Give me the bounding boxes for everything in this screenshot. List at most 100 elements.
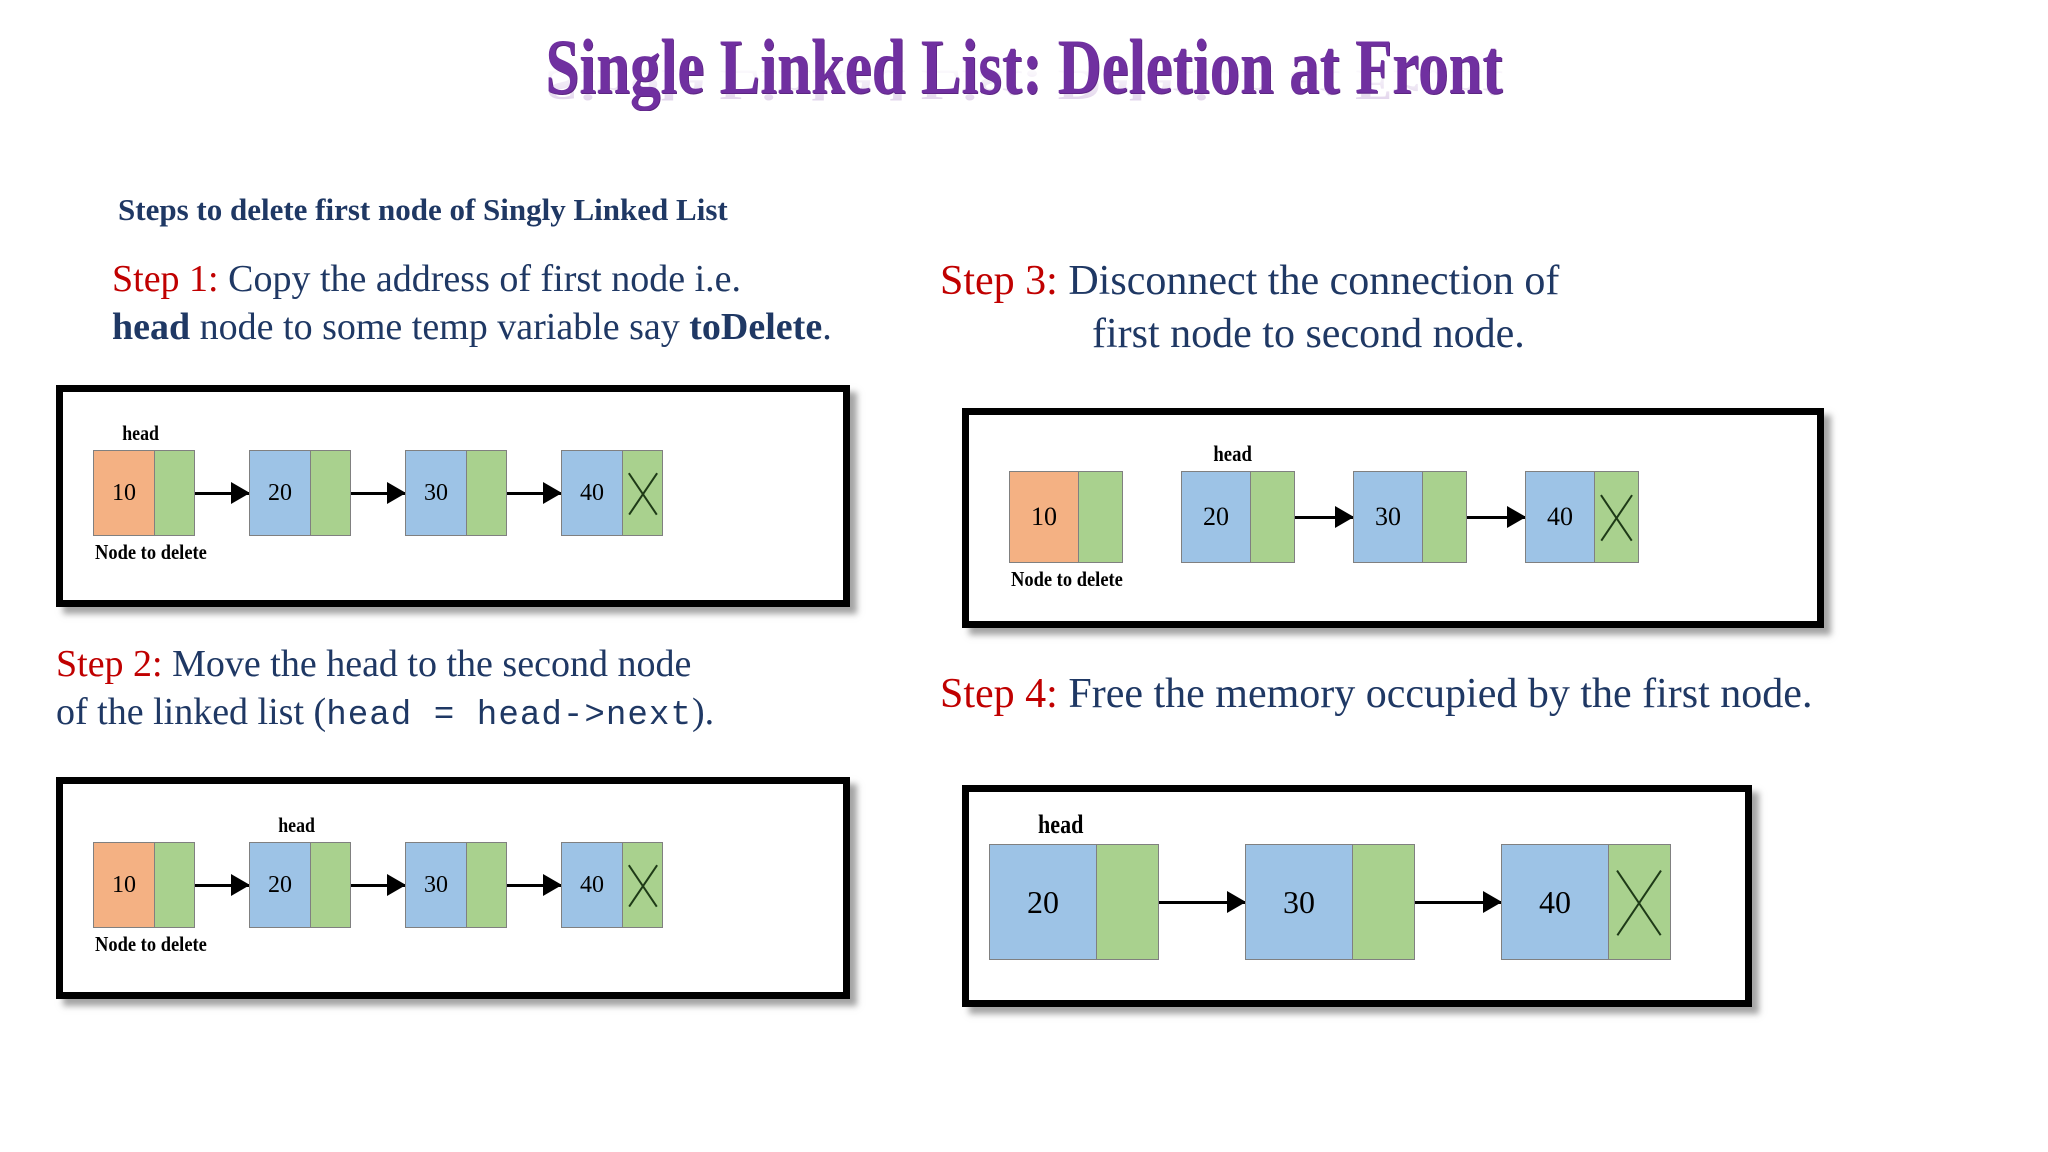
step-1-todelete-keyword: toDelete <box>689 306 823 349</box>
node-data-cell: 30 <box>405 842 467 928</box>
next-pointer-arrow <box>195 883 249 887</box>
list-node-20: 20 <box>249 450 351 536</box>
node-data-cell: 20 <box>989 844 1097 960</box>
node-data-cell: 40 <box>561 450 623 536</box>
node-box: 10 <box>93 450 195 536</box>
step-2-code-snippet: head = head->next <box>326 697 692 736</box>
disconnected-link-gap <box>1123 516 1181 519</box>
step-1-line2-mid: node to some temp variable say <box>190 306 690 349</box>
node-data-cell: 20 <box>1181 471 1251 563</box>
step-3-line2: first node to second node. <box>1092 311 1525 358</box>
node-pointer-cell <box>1423 471 1467 563</box>
step-1-head-keyword: head <box>112 306 191 349</box>
next-pointer-arrow <box>1159 900 1245 904</box>
node-box: 10 <box>93 842 195 928</box>
node-box: 30 <box>1353 471 1467 563</box>
node-pointer-cell <box>467 450 507 536</box>
node-to-delete-label: Node to delete <box>95 932 207 956</box>
step-2-label: Step 2: <box>56 643 163 685</box>
next-pointer-arrow <box>195 491 249 495</box>
list-node-40: 40 <box>1525 471 1639 563</box>
node-pointer-cell <box>1097 844 1159 960</box>
list-node-40: 40 <box>1501 844 1671 960</box>
node-data-cell: 20 <box>249 450 311 536</box>
step-4-text: Step 4: Free the memory occupied by the … <box>940 668 2000 721</box>
step-1-text: Step 1: Copy the address of first node i… <box>112 255 932 352</box>
node-box: 30 <box>405 842 507 928</box>
node-pointer-cell <box>467 842 507 928</box>
list-node-20: 20 head <box>249 813 351 928</box>
node-box: 30 <box>1245 844 1415 960</box>
node-box: 20 <box>249 450 351 536</box>
next-pointer-arrow <box>351 491 405 495</box>
node-data-cell: 30 <box>1353 471 1423 563</box>
node-pointer-cell-null <box>1609 844 1671 960</box>
next-pointer-arrow <box>1295 515 1353 519</box>
node-data-cell: 10 <box>1009 471 1079 563</box>
node-box: 40 <box>561 842 663 928</box>
node-box: 40 <box>561 450 663 536</box>
node-box: 40 <box>1525 471 1639 563</box>
node-box: 10 <box>1009 471 1123 563</box>
next-pointer-arrow <box>351 883 405 887</box>
step-4-line1: Free the memory occupied by the first no… <box>1057 671 1813 717</box>
page-title-reflection: Single Linked List: Deletion at Front <box>545 60 1503 109</box>
list-node-30: 30 <box>405 450 507 536</box>
list-node-30: 30 <box>1245 844 1415 960</box>
head-pointer-label: head <box>122 421 159 445</box>
list-node-30: 30 <box>405 842 507 928</box>
step-1-line2-end: . <box>822 306 832 349</box>
node-pointer-cell <box>155 450 195 536</box>
node-pointer-cell <box>155 842 195 928</box>
node-box: 20 <box>989 844 1159 960</box>
step-3-text: Step 3: Disconnect the connection of fir… <box>940 255 1840 362</box>
node-pointer-cell-null <box>623 842 663 928</box>
slide-title-block: Single Linked List: Deletion at Front Si… <box>0 28 2048 184</box>
node-pointer-cell <box>311 842 351 928</box>
page-title: Single Linked List: Deletion at Front <box>545 23 1503 110</box>
node-data-cell: 40 <box>1525 471 1595 563</box>
node-box: 30 <box>405 450 507 536</box>
node-data-cell: 40 <box>561 842 623 928</box>
node-pointer-cell <box>1079 471 1123 563</box>
node-to-delete-label: Node to delete <box>95 540 207 564</box>
node-box: 40 <box>1501 844 1671 960</box>
list-node-40: 40 <box>561 450 663 536</box>
subtitle: Steps to delete first node of Singly Lin… <box>118 192 728 227</box>
head-pointer-label: head <box>278 813 315 837</box>
list-node-20: 20 head <box>1181 441 1295 563</box>
node-data-cell: 30 <box>1245 844 1353 960</box>
next-pointer-arrow <box>1467 515 1525 519</box>
step-2-line1: Move the head to the second node <box>162 643 692 685</box>
step-3-label: Step 3: <box>940 258 1058 304</box>
head-pointer-label: head <box>1213 441 1252 466</box>
next-pointer-arrow <box>1415 900 1501 904</box>
node-data-cell: 20 <box>249 842 311 928</box>
step-2-line2-end: ). <box>691 691 715 734</box>
step-2-text: Step 2: Move the head to the second node… <box>56 640 876 739</box>
node-to-delete-label: Node to delete <box>1011 567 1123 591</box>
node-data-cell: 10 <box>93 450 155 536</box>
node-pointer-cell <box>1251 471 1295 563</box>
node-pointer-cell-null <box>623 450 663 536</box>
list-node-30: 30 <box>1353 471 1467 563</box>
step-1-label: Step 1: <box>112 258 219 300</box>
next-pointer-arrow <box>507 883 561 887</box>
node-box: 20 <box>249 842 351 928</box>
node-data-cell: 10 <box>93 842 155 928</box>
list-node-40: 40 <box>561 842 663 928</box>
next-pointer-arrow <box>507 491 561 495</box>
step-4-label: Step 4: <box>940 671 1058 717</box>
